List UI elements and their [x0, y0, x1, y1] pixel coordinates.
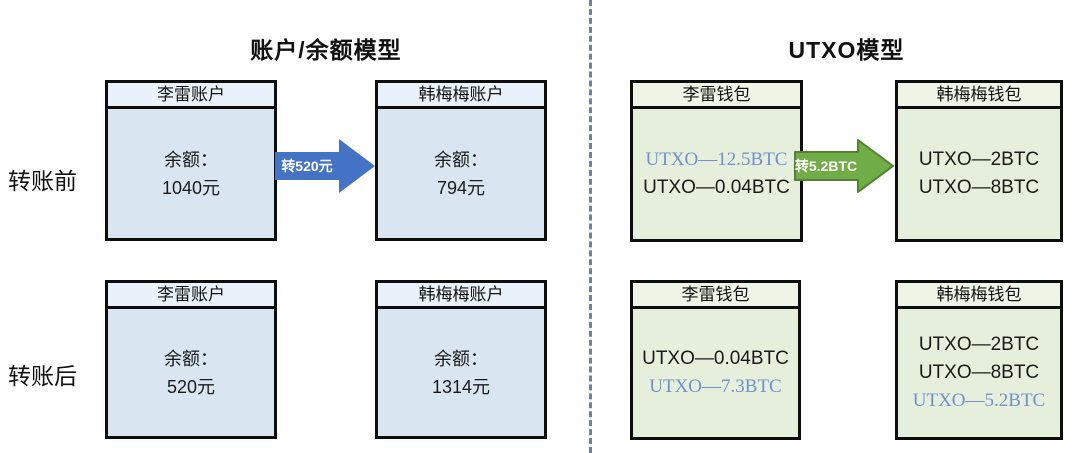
utxo-before-lilei-box: 李雷钱包 UTXO—12.5BTC UTXO—0.04BTC	[630, 80, 803, 242]
account-balance: 余额： 1040元	[108, 109, 274, 238]
balance-label: 余额：	[164, 348, 218, 369]
account-balance: 余额： 1314元	[378, 309, 544, 436]
account-after-hanmeimei-box: 韩梅梅账户 余额： 1314元	[375, 280, 547, 439]
account-after-lilei-box: 李雷账户 余额： 520元	[105, 280, 277, 439]
row-label-before-transfer: 转账前	[8, 168, 77, 194]
wallet-header: 李雷钱包	[633, 83, 800, 109]
utxo-entry-new: UTXO—5.2BTC	[912, 390, 1046, 411]
balance-value: 1040元	[161, 177, 221, 198]
utxo-list: UTXO—0.04BTC UTXO—7.3BTC	[633, 309, 798, 437]
utxo-list: UTXO—12.5BTC UTXO—0.04BTC	[633, 109, 800, 239]
balance-label: 余额：	[434, 348, 488, 369]
account-header: 李雷账户	[108, 283, 274, 309]
utxo-model-title: UTXO模型	[788, 37, 905, 63]
account-before-hanmeimei-box: 韩梅梅账户 余额： 794元	[375, 80, 547, 241]
transfer-arrow-utxo: 转5.2BTC	[794, 137, 895, 195]
utxo-before-hanmeimei-box: 韩梅梅钱包 UTXO—2BTC UTXO—8BTC	[895, 80, 1063, 242]
arrow-right-icon	[794, 139, 894, 193]
account-balance: 余额： 794元	[378, 109, 544, 238]
wallet-header: 韩梅梅钱包	[898, 283, 1060, 309]
arrow-right-icon	[275, 139, 375, 193]
balance-value: 1314元	[431, 376, 491, 397]
account-balance: 余额： 520元	[108, 309, 274, 436]
utxo-entry: UTXO—0.04BTC	[643, 177, 790, 198]
utxo-entry-spent: UTXO—12.5BTC	[645, 149, 788, 170]
utxo-entry: UTXO—2BTC	[918, 334, 1040, 355]
utxo-entry: UTXO—8BTC	[918, 362, 1040, 383]
balance-label: 余额：	[434, 149, 488, 170]
account-header: 李雷账户	[108, 83, 274, 109]
utxo-entry-new: UTXO—7.3BTC	[649, 376, 782, 397]
transfer-amount-label: 转520元	[281, 158, 333, 174]
utxo-list: UTXO—2BTC UTXO—8BTC	[898, 109, 1060, 239]
utxo-entry: UTXO—8BTC	[918, 177, 1040, 198]
balance-value: 794元	[436, 177, 486, 198]
wallet-header: 韩梅梅钱包	[898, 83, 1060, 109]
balance-value: 520元	[166, 376, 216, 397]
account-before-lilei-box: 李雷账户 余额： 1040元	[105, 80, 277, 241]
transfer-amount-label: 转5.2BTC	[794, 158, 858, 174]
utxo-entry: UTXO—2BTC	[918, 149, 1040, 170]
row-label-after-transfer: 转账后	[8, 363, 77, 389]
utxo-after-lilei-box: 李雷钱包 UTXO—0.04BTC UTXO—7.3BTC	[630, 280, 801, 440]
wallet-header: 李雷钱包	[633, 283, 798, 309]
account-model-title: 账户/余额模型	[250, 37, 402, 63]
account-header: 韩梅梅账户	[378, 83, 544, 109]
utxo-entry: UTXO—0.04BTC	[642, 348, 789, 369]
balance-label: 余额：	[164, 149, 218, 170]
utxo-after-hanmeimei-box: 韩梅梅钱包 UTXO—2BTC UTXO—8BTC UTXO—5.2BTC	[895, 280, 1063, 440]
account-header: 韩梅梅账户	[378, 283, 544, 309]
transfer-arrow-account: 转520元	[275, 137, 376, 195]
section-divider-dashed-line	[589, 0, 592, 453]
utxo-list: UTXO—2BTC UTXO—8BTC UTXO—5.2BTC	[898, 309, 1060, 437]
